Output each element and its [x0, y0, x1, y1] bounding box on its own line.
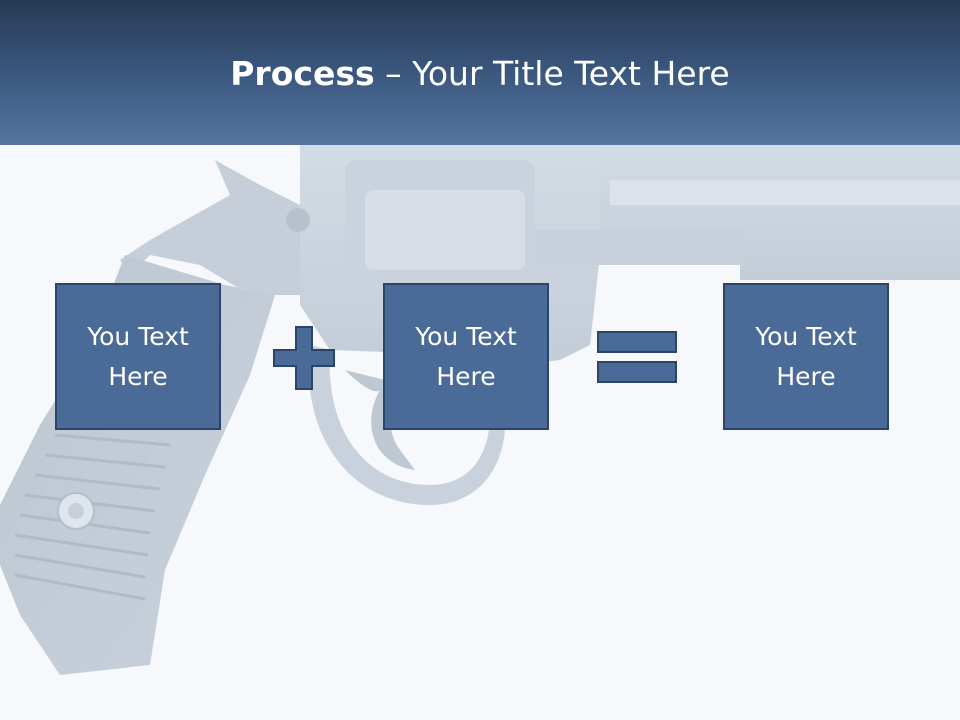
process-box-3: You Text Here — [723, 283, 889, 430]
title-rest-text: – Your Title Text Here — [374, 54, 730, 93]
process-box-1-text: You Text Here — [87, 321, 189, 391]
plus-icon — [273, 326, 335, 390]
title-banner — [0, 0, 960, 145]
process-box-3-text: You Text Here — [755, 321, 857, 391]
title-bold-text: Process — [230, 54, 375, 93]
equals-icon — [597, 331, 677, 383]
process-box-1: You Text Here — [55, 283, 221, 430]
process-box-2: You Text Here — [383, 283, 549, 430]
slide-title: Process – Your Title Text Here — [0, 52, 960, 96]
revolver-background-image — [0, 145, 960, 675]
process-box-2-text: You Text Here — [415, 321, 517, 391]
